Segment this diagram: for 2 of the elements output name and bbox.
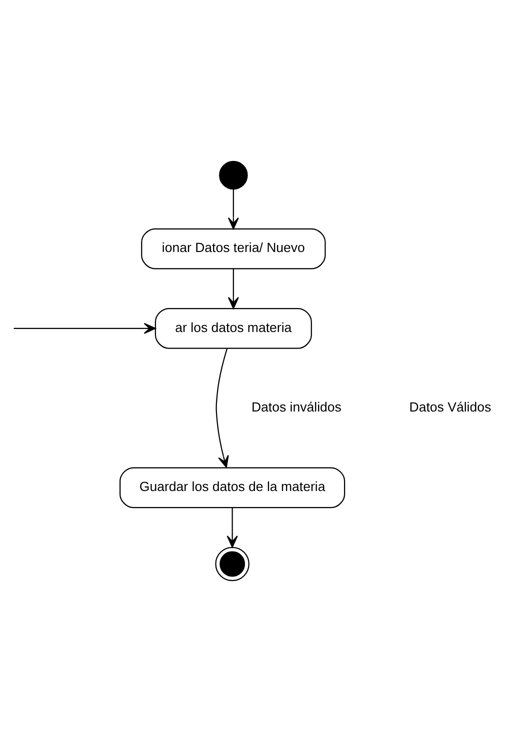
label: Datos inválidos — [251, 399, 342, 414]
label: Datos Válidos — [409, 399, 492, 414]
